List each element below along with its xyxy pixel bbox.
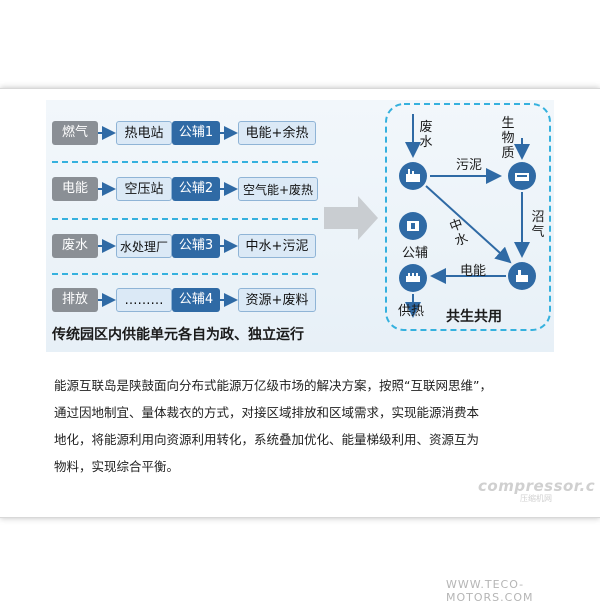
row1-output: 电能+余热 — [238, 121, 316, 145]
power-plant-node-icon — [508, 262, 536, 290]
row-divider — [52, 161, 318, 163]
description-paragraph: 能源互联岛是陕鼓面向分布式能源万亿级市场的解决方案，按照“互联网思维”， 通过因… — [54, 372, 552, 480]
paragraph-line: 通过因地制宜、量体裁衣的方式，对接区域排放和区域需求，实现能源消费本 — [54, 405, 480, 420]
watermark-brand: compressor.c — [478, 477, 596, 495]
factory-icon — [406, 169, 420, 182]
row-divider — [52, 218, 318, 220]
watermark-sub: 压缩机网 — [520, 494, 552, 503]
factory-node-icon — [399, 162, 427, 190]
row3-station: 水处理厂 — [116, 234, 172, 258]
row4-station: ……… — [116, 288, 172, 312]
row1-aux: 公辅1 — [172, 121, 220, 145]
label-heat-supply: 供热 — [398, 304, 425, 319]
paragraph-line: 地化，将能源利用向资源利用转化，系统叠加优化、能量梯级利用、资源互为 — [54, 432, 480, 447]
label-sludge: 污泥 — [456, 158, 483, 173]
paragraph-line: 能源互联岛是陕鼓面向分布式能源万亿级市场的解决方案，按照“互联网思维”， — [54, 378, 492, 393]
label-electricity: 电能 — [460, 264, 487, 279]
row1-source: 燃气 — [52, 121, 98, 145]
row3-source: 废水 — [52, 234, 98, 258]
row2-source: 电能 — [52, 177, 98, 201]
plant-icon — [515, 173, 529, 181]
label-biomass: 生物质 — [501, 116, 515, 161]
symbiosis-title: 共生共用 — [446, 309, 502, 325]
heat-node-icon — [399, 264, 427, 292]
boiler-icon — [406, 273, 420, 282]
row4-aux: 公辅4 — [172, 288, 220, 312]
paragraph-line: 物料，实现综合平衡。 — [54, 459, 180, 474]
row2-output: 空气能+废热 — [238, 177, 318, 201]
label-waste-water: 废水 — [419, 120, 433, 150]
row1-station: 热电站 — [116, 121, 172, 145]
row3-output: 中水+污泥 — [238, 234, 316, 258]
row2-station: 空压站 — [116, 177, 172, 201]
row4-source: 排放 — [52, 288, 98, 312]
left-caption: 传统园区内供能单元各自为政、独立运行 — [52, 327, 304, 343]
row3-aux: 公辅3 — [172, 234, 220, 258]
row2-aux: 公辅2 — [172, 177, 220, 201]
label-utility: 公辅 — [402, 246, 429, 261]
utility-icon — [407, 221, 419, 231]
watermark-url: WWW.TECO-MOTORS.COM — [446, 578, 534, 604]
row4-output: 资源+废料 — [238, 288, 316, 312]
label-biogas: 沼气 — [531, 210, 545, 240]
bio-plant-node-icon — [508, 162, 536, 190]
row-divider — [52, 273, 318, 275]
power-plant-icon — [516, 270, 528, 282]
utility-node-icon — [399, 212, 427, 240]
